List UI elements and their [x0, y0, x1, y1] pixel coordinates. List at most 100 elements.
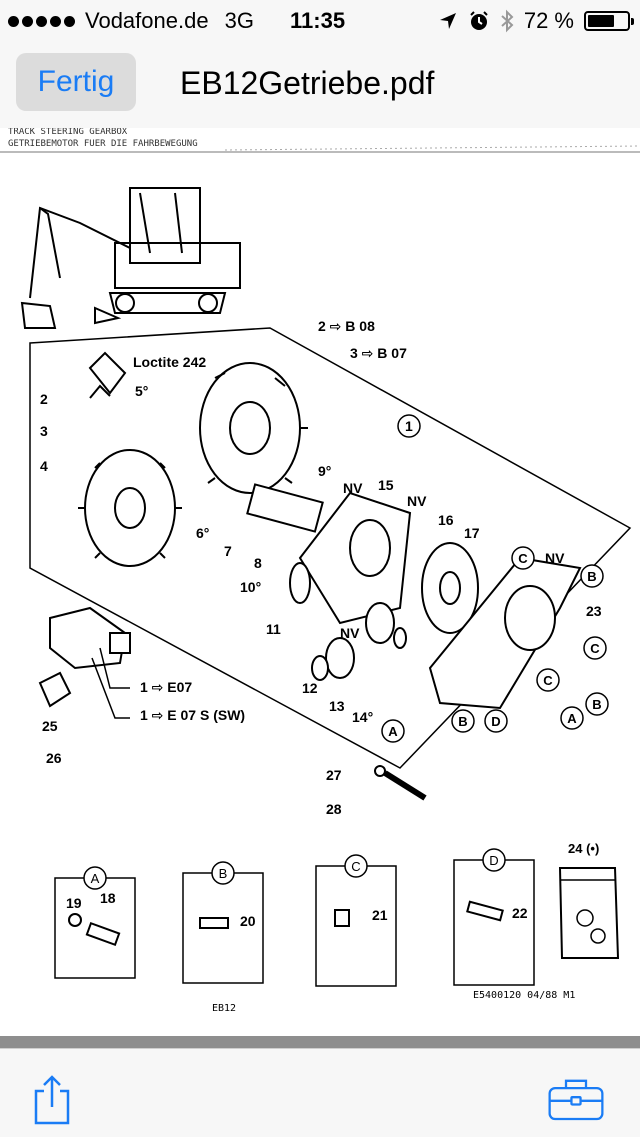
part-number: 28 — [326, 801, 342, 817]
part-number: 8 — [254, 555, 262, 571]
navigation-bar: Fertig EB12Getriebe.pdf — [0, 40, 640, 129]
detail-box-frame — [453, 859, 535, 986]
part-number: 3 — [40, 423, 48, 439]
ref-e07: 1 ⇨ E07 — [140, 679, 192, 695]
part-number: 10° — [240, 579, 261, 595]
detail-box-callout — [344, 854, 368, 878]
detail-part-sketch — [466, 900, 504, 922]
letter-callout: B — [458, 714, 467, 729]
part-number: 5° — [135, 383, 148, 399]
letter-callout: D — [491, 714, 500, 729]
detail-part-number: 18 — [100, 890, 116, 906]
ref-b08: 2 ⇨ B 08 — [318, 318, 375, 334]
part-number: 9° — [318, 463, 331, 479]
part-number: 26 — [46, 750, 62, 766]
doc-header-line-2: GETRIEBEMOTOR FUER DIE FAHRBEWEGUNG — [8, 139, 198, 149]
part-number: 14° — [352, 709, 373, 725]
small-gears — [311, 602, 407, 681]
detail-box-callout — [83, 866, 107, 890]
part-number: 27 — [326, 767, 342, 783]
detail-part-sketch — [68, 913, 82, 927]
bluetooth-icon — [501, 9, 514, 33]
large-gear — [421, 542, 479, 634]
status-right: 72 % — [438, 8, 634, 34]
detail-part-sketch — [199, 917, 229, 929]
hydraulic-motor — [38, 606, 131, 708]
part-number: 2 — [40, 391, 48, 407]
excavator-illustration — [20, 187, 241, 329]
part-number: 16 — [438, 512, 454, 528]
ref-e07s: 1 ⇨ E 07 S (SW) — [140, 707, 245, 723]
part-callout-circle — [397, 414, 421, 438]
nv-label: NV — [343, 480, 363, 496]
detail-part-number: 20 — [240, 913, 256, 929]
letter-callout: C — [543, 673, 553, 688]
sprocket-wheel — [199, 362, 308, 494]
detail-box-callout — [211, 861, 235, 885]
page-footer-right: E5400120 04/88 M1 — [473, 990, 575, 1001]
share-icon[interactable] — [22, 1069, 82, 1129]
letter-callout-circle — [381, 719, 405, 743]
letter-callout-circle — [451, 709, 475, 733]
status-bar: Vodafone.de 3G 11:35 72 % — [0, 0, 640, 40]
letter-callout-circle — [580, 564, 604, 588]
parts-bag: 24 (•) — [558, 841, 620, 959]
letter-callout: B — [592, 697, 601, 712]
letter-callout-circle — [585, 692, 609, 716]
detail-box-letter: A — [91, 871, 100, 886]
location-arrow-icon — [439, 13, 456, 29]
page-footer-left: EB12 — [212, 1003, 236, 1014]
part-number: 23 — [586, 603, 602, 619]
letter-callout: C — [590, 641, 600, 656]
battery-percent: 72 % — [523, 8, 574, 33]
ref-b07: 3 ⇨ B 07 — [350, 345, 407, 361]
detail-box-letter: C — [351, 859, 360, 874]
done-button[interactable]: Fertig — [16, 53, 136, 111]
doc-header-line-1: TRACK STEERING GEARBOX — [8, 128, 128, 137]
bottom-toolbar — [0, 1048, 640, 1137]
document-title: EB12Getriebe.pdf — [180, 65, 435, 101]
page-separator — [0, 1036, 640, 1048]
nv-label: NV — [545, 550, 565, 566]
gearbox-housing — [298, 491, 412, 625]
network-type: 3G — [224, 8, 254, 33]
signal-strength-icon — [8, 15, 75, 27]
detail-box-frame — [315, 865, 397, 987]
toolbox-icon[interactable] — [546, 1069, 606, 1129]
detail-part-number: 22 — [512, 905, 528, 921]
detail-box-letter: B — [219, 866, 228, 881]
bag-label: 24 (•) — [568, 841, 599, 856]
detail-part-number: 21 — [372, 907, 388, 923]
nv-label: NV — [340, 625, 360, 641]
part-number: 12 — [302, 680, 318, 696]
status-left: Vodafone.de 3G — [8, 8, 254, 34]
letter-callout: B — [587, 569, 596, 584]
detail-box-callout — [482, 848, 506, 872]
loctite-label: Loctite 242 — [133, 354, 206, 370]
part-number: 13 — [329, 698, 345, 714]
letter-callout-circle — [536, 668, 560, 692]
part-number: 6° — [196, 525, 209, 541]
pdf-page-drawing: TRACK STEERING GEARBOX GETRIEBEMOTOR FUE… — [0, 128, 640, 1014]
hub-flange — [78, 449, 182, 567]
part-number: 4 — [40, 458, 48, 474]
nv-labels: NV NV NV NV — [340, 480, 565, 641]
status-time: 11:35 — [290, 8, 346, 33]
part-number: 15 — [378, 477, 394, 493]
letter-callout-circle — [583, 636, 607, 660]
letter-callout-circle — [560, 706, 584, 730]
reference-labels: 2 ⇨ B 08 3 ⇨ B 07 Loctite 242 — [133, 318, 407, 370]
letter-callout: A — [567, 711, 577, 726]
carrier-name: Vodafone.de — [85, 8, 209, 33]
part-number: 1 — [405, 418, 413, 434]
letter-callout-circle — [484, 709, 508, 733]
part-number: 7 — [224, 543, 232, 559]
part-number: 11 — [266, 621, 281, 637]
pdf-page-view[interactable]: TRACK STEERING GEARBOX GETRIEBEMOTOR FUE… — [0, 128, 640, 1036]
detail-part-sketch — [85, 921, 121, 947]
letter-callout: C — [518, 551, 528, 566]
part-number-labels: 12345°6°789°10°11121314°1516172325262728… — [40, 383, 609, 817]
nv-label: NV — [407, 493, 427, 509]
detail-part-number: 19 — [66, 895, 82, 911]
